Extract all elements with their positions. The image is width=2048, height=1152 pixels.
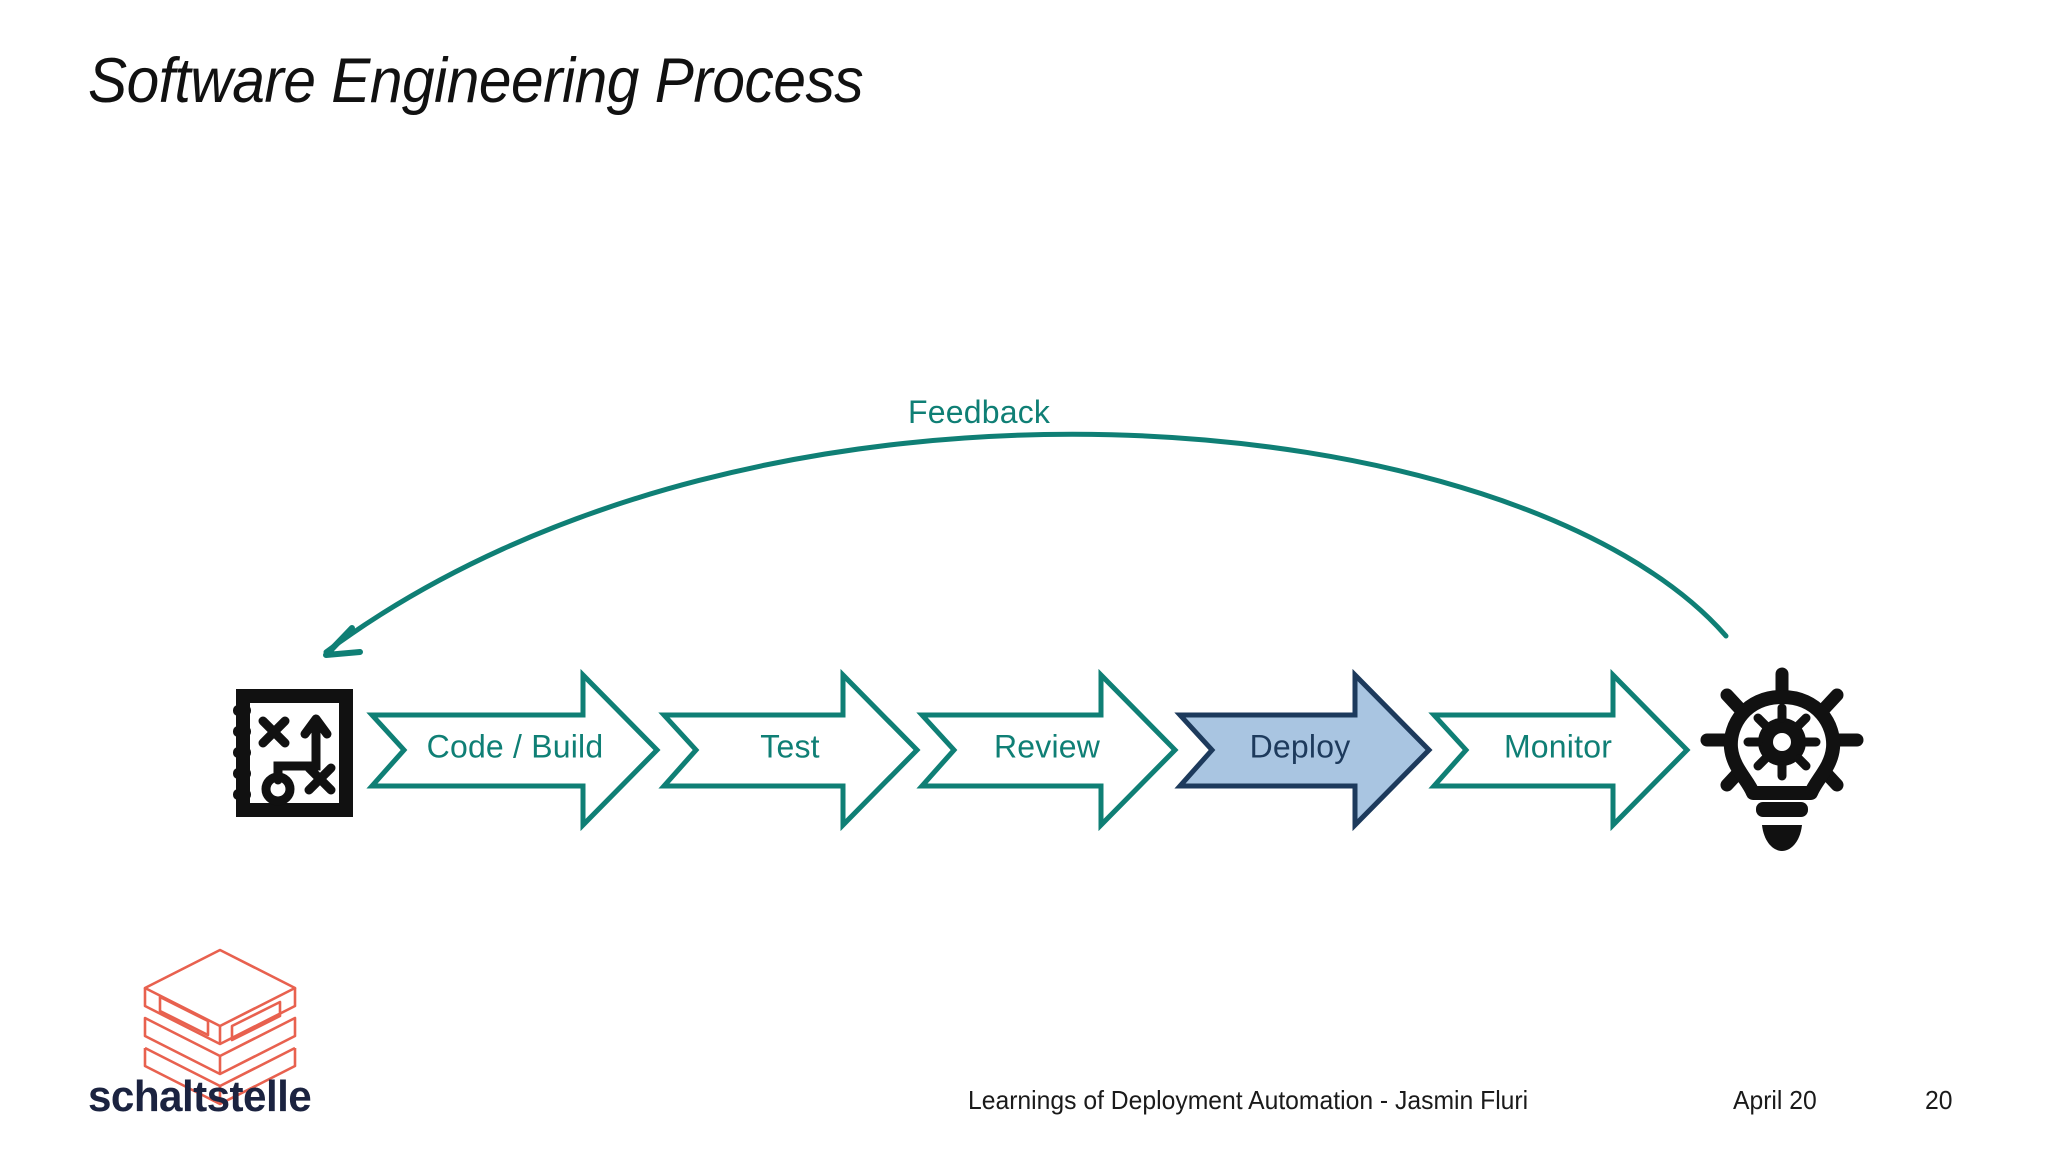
process-step-deploy[interactable]: [1174, 668, 1433, 832]
page-title: Software Engineering Process: [88, 46, 864, 116]
process-step-label-deploy: Deploy: [1249, 728, 1351, 765]
feedback-arrow: [323, 431, 1729, 658]
lightbulb-gear-icon: [1700, 667, 1864, 851]
schaltstelle-wordmark: schaltstelle: [88, 1072, 312, 1121]
process-step-code-build[interactable]: [366, 668, 661, 832]
process-step-test[interactable]: [658, 668, 921, 832]
process-step-label-monitor: Monitor: [1503, 728, 1613, 765]
process-step-review[interactable]: [916, 668, 1179, 832]
footer-page-number: 20: [1925, 1085, 1953, 1115]
footer-date: April 20: [1733, 1085, 1817, 1115]
process-step-label-review: Review: [993, 728, 1101, 765]
schaltstelle-logo-mark: [90, 940, 350, 1120]
process-step-label-test: Test: [760, 728, 820, 765]
strategy-playbook-icon: [233, 689, 353, 817]
process-step-label-code-build: Code / Build: [426, 728, 604, 765]
feedback-label: Feedback: [908, 394, 1051, 430]
process-step-monitor[interactable]: [1428, 668, 1691, 832]
footer-title: Learnings of Deployment Automation - Jas…: [968, 1085, 1529, 1115]
